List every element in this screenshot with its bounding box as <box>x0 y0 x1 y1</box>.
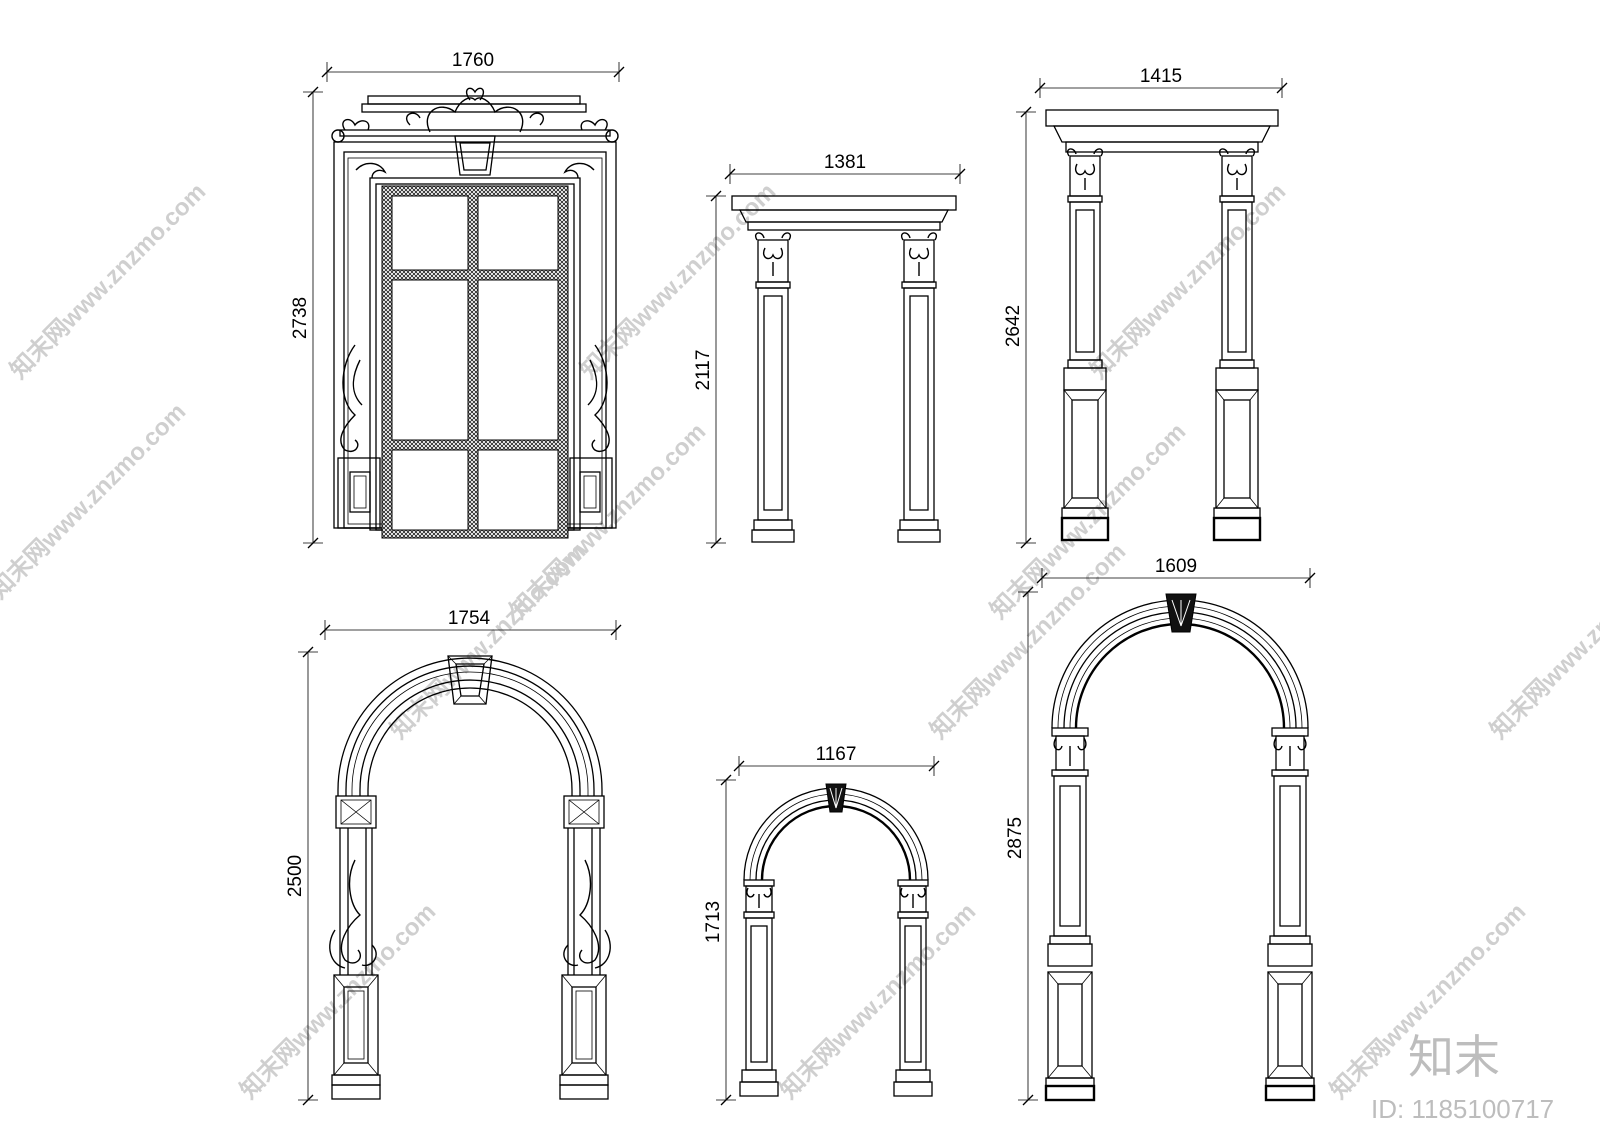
width-label: 1760 <box>452 50 494 71</box>
dimension-height: 2875 <box>1005 586 1038 1106</box>
width-label: 1415 <box>1140 66 1182 87</box>
watermark-text: 知末网www.znzmo.com <box>5 178 211 384</box>
brand-logo: 知末 <box>1408 1031 1500 1083</box>
dimension-height: 2642 <box>1003 106 1036 549</box>
height-label: 2875 <box>1005 817 1026 859</box>
width-label: 1167 <box>816 744 857 765</box>
height-label: 2117 <box>693 350 714 391</box>
watermark-text: 知末网www.znzmo.com <box>385 538 591 744</box>
width-label: 1754 <box>448 608 491 629</box>
watermark-text: 知末网www.znzmo.com <box>235 898 441 1104</box>
height-label: 2738 <box>290 297 311 339</box>
drawing-portal-b: 1415 2642 <box>1003 66 1288 549</box>
watermark-layer: 知末网www.znzmo.com 知末网www.znzmo.com 知末网www… <box>0 178 1600 1104</box>
dimension-width: 1381 <box>724 152 966 184</box>
dimension-width: 1415 <box>1034 66 1288 98</box>
watermark-text: 知末网www.znzmo.com <box>1485 538 1600 744</box>
drawing-window: 1760 2738 <box>290 50 625 549</box>
height-label: 2642 <box>1003 305 1024 347</box>
dimension-width: 1760 <box>321 50 625 82</box>
dimension-height: 1713 <box>703 774 736 1106</box>
dimension-height: 2500 <box>285 646 318 1106</box>
dimension-width: 1609 <box>1036 556 1316 588</box>
watermark-text: 知末网www.znzmo.com <box>0 398 191 604</box>
drawing-portal-a: 1381 2117 <box>693 152 966 549</box>
dimension-height: 2738 <box>290 86 323 549</box>
watermark-text: 知末网www.znzmo.com <box>775 898 981 1104</box>
dimension-width: 1167 <box>733 744 940 776</box>
watermark-text: 知末网www.znzmo.com <box>1085 178 1291 384</box>
width-label: 1381 <box>824 152 866 173</box>
dimension-height: 2117 <box>693 190 726 549</box>
drawing-arch-c: 1609 2875 <box>1005 556 1316 1106</box>
drawing-arch-b: 1167 1713 <box>703 744 940 1106</box>
brand-watermark: 知末 ID: 1185100717 <box>1371 1031 1554 1124</box>
drawing-arch-a: 1754 2500 <box>285 608 622 1106</box>
height-label: 1713 <box>703 901 724 943</box>
width-label: 1609 <box>1155 556 1197 577</box>
dimension-width: 1754 <box>319 608 622 640</box>
height-label: 2500 <box>285 855 306 897</box>
image-id-label: ID: 1185100717 <box>1371 1094 1554 1124</box>
window-sash <box>381 185 569 539</box>
